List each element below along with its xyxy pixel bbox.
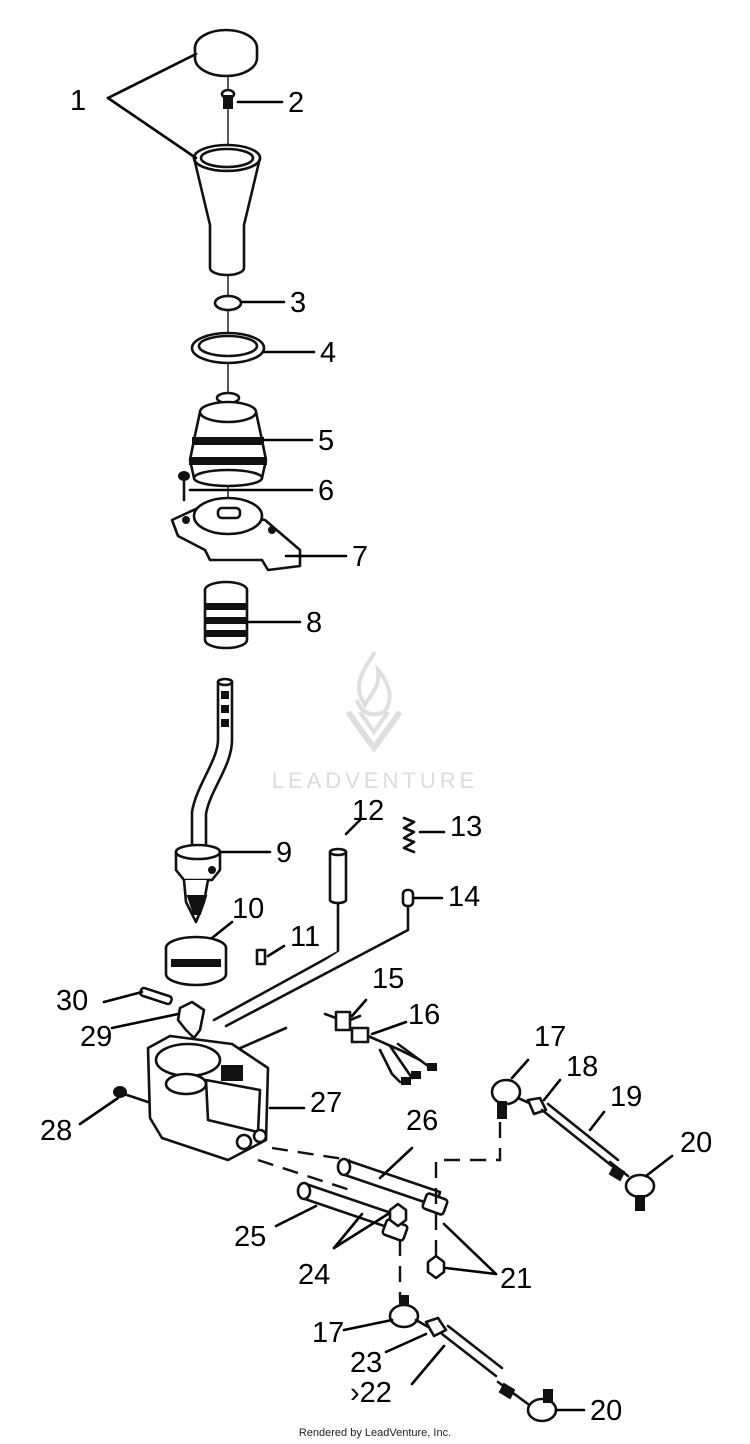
callout-8: 8 bbox=[306, 607, 322, 639]
callout-21: 21 bbox=[500, 1263, 532, 1295]
part-detent bbox=[401, 888, 415, 908]
part-nut-lower bbox=[426, 1254, 446, 1280]
callout-29: 29 bbox=[80, 1021, 112, 1053]
callout-labels: 1 2 3 4 5 6 7 8 9 10 11 12 13 14 15 16 1… bbox=[40, 85, 712, 1427]
part-washer bbox=[213, 294, 243, 312]
pin-assembly-line bbox=[212, 902, 340, 1022]
callout-3: 3 bbox=[290, 287, 306, 319]
part-ball-joint-lower bbox=[388, 1295, 432, 1330]
part-boot bbox=[188, 391, 268, 488]
callout-7: 7 bbox=[352, 541, 368, 573]
callout-15: 15 bbox=[372, 963, 404, 995]
callout-5: 5 bbox=[318, 425, 334, 457]
rail-line-upper bbox=[271, 1146, 351, 1162]
callout-17-lower: 17 bbox=[312, 1317, 344, 1349]
part-screw bbox=[220, 88, 236, 109]
callout-4: 4 bbox=[320, 337, 336, 369]
part-retaining-ring bbox=[164, 935, 228, 987]
part-switch bbox=[323, 1010, 362, 1032]
part-shift-fork bbox=[176, 1000, 206, 1040]
part-tie-rod-lower bbox=[440, 1324, 504, 1378]
callout-12: 12 bbox=[352, 795, 384, 827]
watermark-logo bbox=[345, 650, 403, 754]
detent-assembly-line bbox=[224, 904, 410, 1028]
part-knob-body bbox=[192, 143, 262, 277]
part-ribbed-sleeve bbox=[203, 580, 249, 650]
part-pin bbox=[328, 847, 348, 905]
callout-30: 30 bbox=[56, 985, 88, 1017]
callout-1: 1 bbox=[70, 85, 86, 117]
callout-20-lower: 20 bbox=[590, 1395, 622, 1427]
leader-lines bbox=[78, 52, 674, 1412]
callout-18: 18 bbox=[566, 1051, 598, 1083]
callout-25: 25 bbox=[234, 1221, 266, 1253]
callout-9: 9 bbox=[276, 837, 292, 869]
part-bolt bbox=[178, 471, 190, 502]
part-wiring-harness bbox=[350, 1026, 437, 1085]
watermark-text: LEADVENTURE bbox=[272, 768, 479, 793]
callout-13: 13 bbox=[450, 811, 482, 843]
callout-10: 10 bbox=[232, 893, 264, 925]
part-jam-nut-lower bbox=[424, 1316, 448, 1338]
callout-14: 14 bbox=[448, 881, 480, 913]
part-shift-rail-lower bbox=[296, 1181, 409, 1242]
callout-17-upper: 17 bbox=[534, 1021, 566, 1053]
callout-22: ›22 bbox=[350, 1377, 392, 1409]
callout-27: 27 bbox=[310, 1087, 342, 1119]
part-transmission-case bbox=[146, 1034, 270, 1162]
part-ring bbox=[190, 331, 266, 365]
part-set-screw bbox=[255, 948, 267, 966]
callout-6: 6 bbox=[318, 475, 334, 507]
callout-20-upper: 20 bbox=[680, 1127, 712, 1159]
callout-23: 23 bbox=[350, 1347, 382, 1379]
callout-24: 24 bbox=[298, 1259, 330, 1291]
harness-assembly-line bbox=[234, 1026, 288, 1052]
part-knob-cap bbox=[193, 28, 259, 78]
part-shift-lever bbox=[174, 677, 234, 924]
part-case-bolt bbox=[113, 1086, 150, 1104]
callout-26: 26 bbox=[406, 1105, 438, 1137]
rail-line-lower bbox=[257, 1158, 351, 1192]
footer-credit: Rendered by LeadVenture, Inc. bbox=[299, 1427, 451, 1439]
part-nut-upper bbox=[388, 1202, 408, 1228]
callout-28: 28 bbox=[40, 1115, 72, 1147]
part-housing-plate bbox=[170, 496, 302, 572]
callout-19: 19 bbox=[610, 1081, 642, 1113]
part-rod-end-lower bbox=[496, 1380, 558, 1423]
callout-2: 2 bbox=[288, 87, 304, 119]
part-tie-rod-upper bbox=[540, 1102, 620, 1168]
part-rod-end-upper bbox=[608, 1160, 656, 1211]
upper-link-dash bbox=[434, 1118, 502, 1256]
callout-16: 16 bbox=[408, 999, 440, 1031]
part-roll-pin bbox=[139, 986, 173, 1006]
callout-11: 11 bbox=[290, 921, 320, 953]
part-spring bbox=[402, 816, 416, 854]
